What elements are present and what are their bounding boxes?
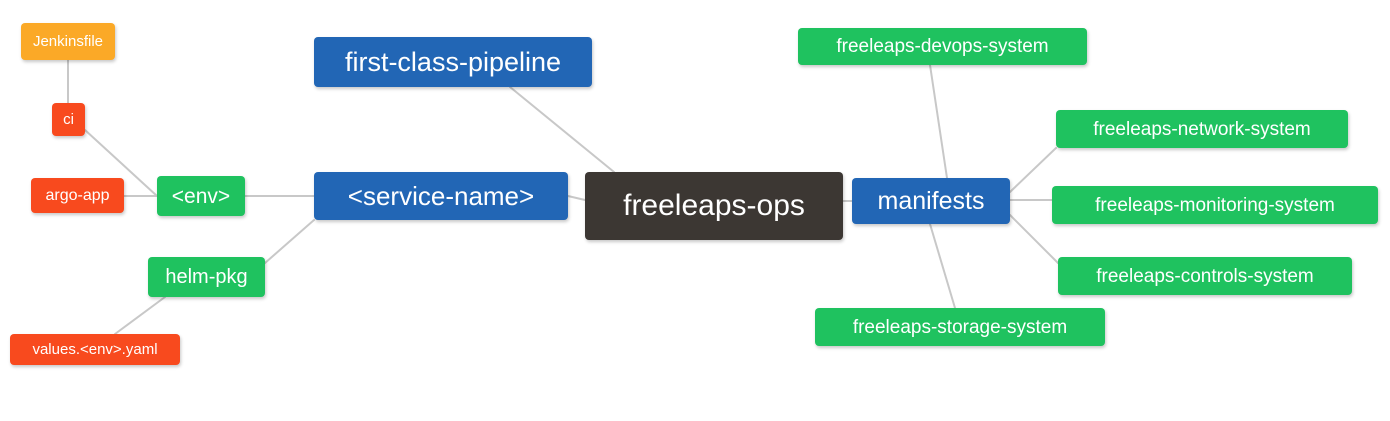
node-freeleaps-devops-system[interactable]: freeleaps-devops-system	[798, 28, 1087, 65]
node-freeleaps-storage-system[interactable]: freeleaps-storage-system	[815, 308, 1105, 346]
edge-helm-pkg-to-service-name	[264, 219, 315, 264]
edge-freeleaps-network-system-to-manifests	[1009, 147, 1057, 193]
node-env[interactable]: <env>	[157, 176, 245, 216]
edge-freeleaps-storage-system-to-manifests	[929, 223, 956, 309]
node-argo-app[interactable]: argo-app	[31, 178, 124, 213]
edge-freeleaps-devops-system-to-manifests	[929, 64, 948, 179]
node-freeleaps-ops[interactable]: freeleaps-ops	[585, 172, 843, 240]
node-service-name[interactable]: <service-name>	[314, 172, 568, 220]
node-freeleaps-monitoring-system[interactable]: freeleaps-monitoring-system	[1052, 186, 1378, 224]
edge-freeleaps-controls-system-to-manifests	[1009, 214, 1059, 264]
edge-values-yaml-to-helm-pkg	[114, 296, 166, 335]
node-jenkinsfile[interactable]: Jenkinsfile	[21, 23, 115, 60]
edge-service-name-to-freeleaps-ops	[567, 195, 586, 201]
node-helm-pkg[interactable]: helm-pkg	[148, 257, 265, 297]
node-ci[interactable]: ci	[52, 103, 85, 136]
node-manifests[interactable]: manifests	[852, 178, 1010, 224]
node-freeleaps-controls-system[interactable]: freeleaps-controls-system	[1058, 257, 1352, 295]
node-values-yaml[interactable]: values.<env>.yaml	[10, 334, 180, 365]
node-first-class-pipeline[interactable]: first-class-pipeline	[314, 37, 592, 87]
node-freeleaps-network-system[interactable]: freeleaps-network-system	[1056, 110, 1348, 148]
edge-first-class-pipeline-to-freeleaps-ops	[509, 86, 615, 173]
